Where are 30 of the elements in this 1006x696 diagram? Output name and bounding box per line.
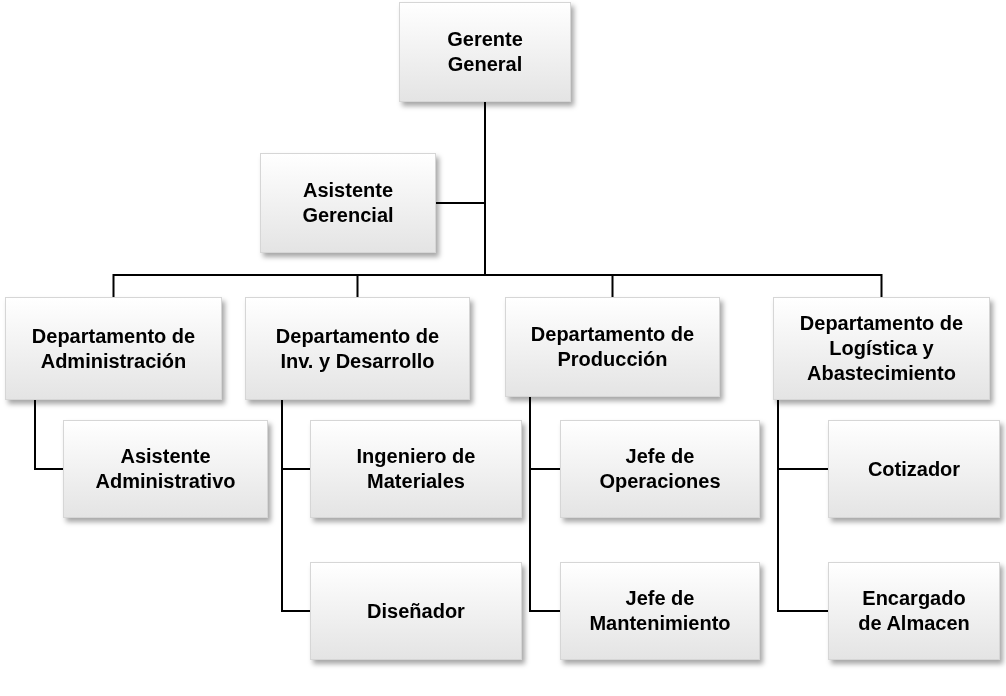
position-title: Departamento de Administración <box>30 323 197 374</box>
org-box <box>310 420 522 518</box>
org-box <box>560 420 760 518</box>
org-box <box>773 297 990 400</box>
position-title: Asistente Administrativo <box>94 444 237 494</box>
position-title: Departamento de Inv. y Desarrollo <box>274 323 441 374</box>
org-box <box>260 153 436 253</box>
position-title: Asistente Gerencial <box>301 178 395 228</box>
org-box <box>505 297 720 397</box>
org-box <box>399 2 571 102</box>
org-box <box>310 562 522 660</box>
position-title: Departamento de Logística y Abastecimiento <box>798 311 965 386</box>
org-box <box>560 562 760 660</box>
position-title: Diseñador <box>367 598 465 624</box>
connector-line <box>281 399 311 612</box>
position-title: Jefe de Mantenimiento <box>588 586 732 636</box>
org-box <box>828 420 1000 518</box>
org-box <box>63 420 268 518</box>
connector-line <box>34 399 64 470</box>
position-title: Gerente General <box>446 27 524 77</box>
position-title: Jefe de Operaciones <box>598 444 722 494</box>
org-box <box>245 297 470 400</box>
connector-line <box>529 396 561 612</box>
position-title: Encargado de Almacen <box>857 586 971 636</box>
org-box <box>5 297 222 400</box>
connector-line <box>777 399 829 612</box>
position-title: Ingeniero de Materiales <box>355 444 477 494</box>
position-title: Departamento de Producción <box>529 322 696 372</box>
org-box <box>828 562 1000 660</box>
position-title: Cotizador <box>867 456 961 482</box>
